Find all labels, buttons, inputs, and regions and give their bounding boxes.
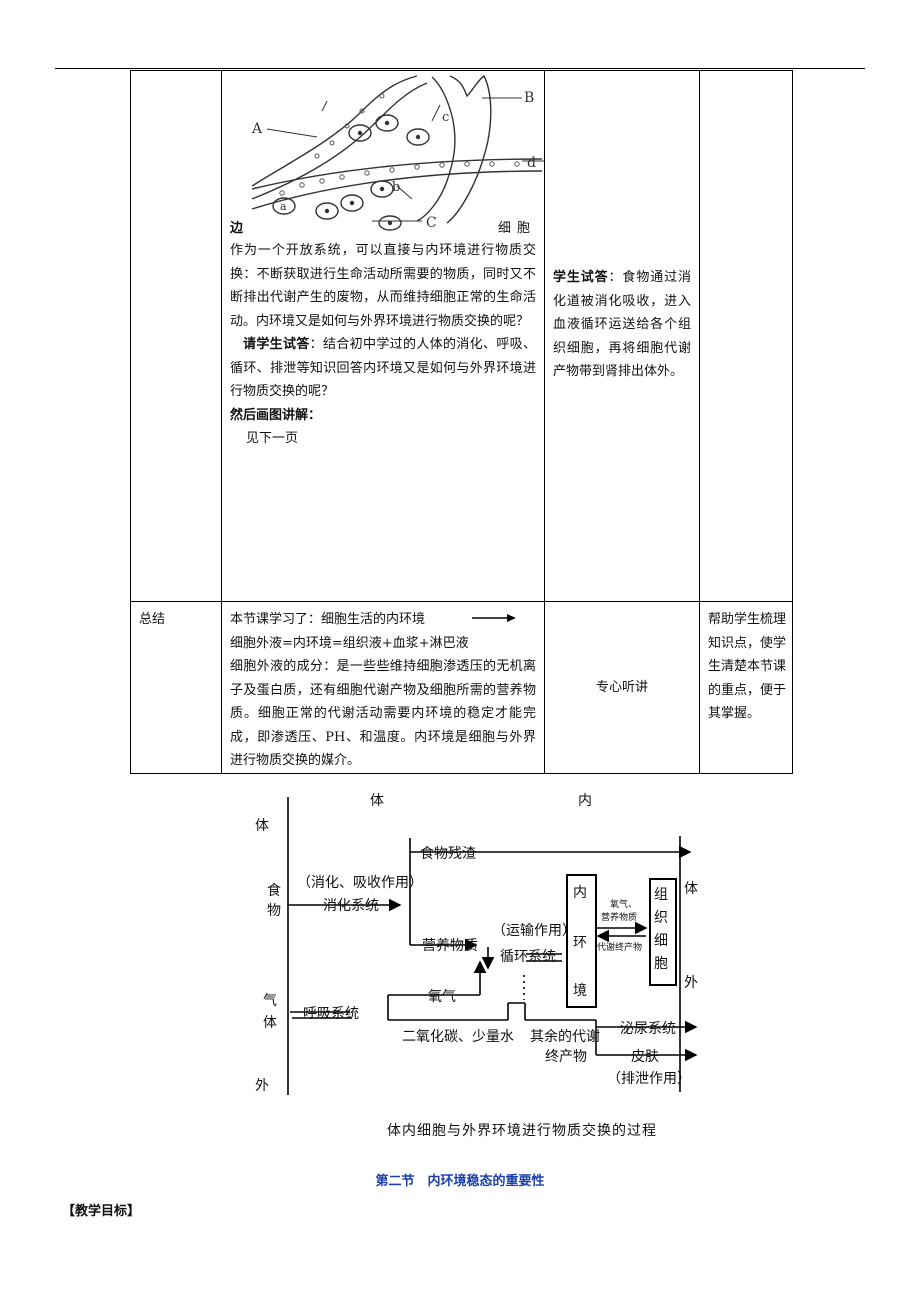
top-label-nei: 内 — [578, 793, 592, 809]
cell-word: 细胞 — [497, 221, 536, 236]
fig-label-A: A — [251, 121, 263, 137]
tissue-char-1: 组 — [654, 887, 668, 903]
summary-content-cell: 本节课学习了：细胞生活的内环境 细胞外液=内环境=组织液+血浆+淋巴液 细胞外液… — [221, 601, 545, 774]
summary-goal-cell: 帮助学生梳理知识点，使学生清楚本节课的重点，便于其掌握。 — [699, 601, 793, 774]
digest-process: （消化、吸收作用） — [297, 875, 423, 891]
ask-text: ：结合初中学过的人体的消化、呼吸、循环、排泄等知识回答内环境又是如何与外界环境进… — [230, 337, 536, 399]
urinary-system: 泌尿系统 — [620, 1021, 676, 1037]
row1-col3: 学生试答：食物通过消化道被消化吸收，进入血液循环运送给各个组织细胞，再将细胞代谢… — [544, 70, 700, 602]
fig-label-a: a — [280, 200, 287, 213]
oxygen-label: 氧气 — [428, 989, 456, 1005]
inner-char-2: 环 — [573, 935, 587, 951]
ask-label: 请学生试答 — [243, 337, 310, 352]
summary-line1-text: 本节课学习了：细胞生活的内环境 — [230, 612, 426, 627]
digestive-system: 消化系统 — [323, 898, 379, 914]
fig-label-C: C — [426, 215, 437, 231]
student-label: 学生试答 — [553, 270, 609, 285]
transport-process: （运输作用） — [492, 923, 576, 939]
oxygen-small-label: 氧气、 — [610, 900, 638, 910]
fig-label-B: B — [524, 90, 534, 106]
left-label-ti: 体 — [255, 818, 269, 834]
fig-label-d: d — [527, 155, 536, 171]
food-label-2: 物 — [267, 903, 281, 919]
table-row: A B c d b a C 边 细胞 作为一个开放系统，可以直接与内环境进行物质… — [130, 70, 793, 602]
summary-line1: 本节课学习了：细胞生活的内环境 — [222, 602, 544, 632]
draw-label: 然后画图讲解： — [230, 407, 322, 423]
gas-label-1: 气 — [263, 993, 277, 1009]
inner-environment-box — [566, 874, 597, 1008]
ask-paragraph: 请学生试答：结合初中学过的人体的消化、呼吸、循环、排泄等知识回答内环境又是如何与… — [222, 333, 544, 404]
header-rule — [55, 68, 865, 69]
student-text: ：食物通过消化道被消化吸收，进入血液循环运送给各个组织细胞，再将细胞代谢产物带到… — [553, 270, 691, 379]
diagram-caption: 体内细胞与外界环境进行物质交换的过程 — [387, 1123, 657, 1139]
food-residue: 食物残渣 — [420, 846, 476, 862]
fig-label-b: b — [392, 180, 400, 195]
objectives-heading: 【教学目标】 — [62, 1204, 141, 1219]
tissue-char-3: 细 — [654, 933, 668, 949]
circulatory-system: 循环系统 — [500, 949, 556, 965]
student-answer: 学生试答：食物通过消化道被消化吸收，进入血液循环运送给各个组织细胞，再将细胞代谢… — [545, 71, 699, 384]
fig-label-c: c — [442, 110, 449, 125]
inner-char-3: 境 — [573, 983, 587, 999]
left-label-wai: 外 — [255, 1078, 269, 1094]
summary-label-cell: 总结 — [130, 601, 222, 774]
summary-student-text: 专心听讲 — [595, 679, 648, 695]
top-label-ti: 体 — [370, 793, 384, 809]
other-waste-2: 终产物 — [545, 1049, 587, 1065]
intro-paragraph: 作为一个开放系统，可以直接与内环境进行物质交换：不断获取进行生命活动所需要的物质… — [230, 243, 536, 329]
section-title: 第二节 内环境稳态的重要性 — [375, 1174, 545, 1189]
edge-line: 边 细胞 — [222, 219, 544, 239]
respiratory-system: 呼吸系统 — [303, 1006, 359, 1022]
nutrients: 营养物质 — [422, 938, 478, 954]
nutrients-small-label: 营养物质 — [601, 913, 638, 923]
row1-col1 — [130, 70, 222, 602]
excretion-process: （排泄作用） — [607, 1071, 691, 1087]
summary-paragraph: 细胞外液的成分：是一些些维持细胞渗透压的无机离子及蛋白质，还有细胞代谢产物及细胞… — [230, 659, 536, 768]
table-row: 总结 本节课学习了：细胞生活的内环境 细胞外液=内环境=组织液+血浆+淋巴液 细… — [130, 601, 793, 774]
summary-student-cell: 专心听讲 — [544, 601, 700, 774]
tissue-char-2: 织 — [654, 910, 668, 926]
arrow-right-icon — [472, 614, 516, 622]
waste-small-label: 代谢终产物 — [597, 943, 643, 953]
inner-char-1: 内 — [573, 885, 587, 901]
row1-col4 — [699, 70, 793, 602]
lesson-table: A B c d b a C 边 细胞 作为一个开放系统，可以直接与内环境进行物质… — [130, 70, 793, 774]
right-label-ti: 体 — [684, 881, 698, 897]
tissue-char-4: 胞 — [654, 956, 668, 972]
cell-figure-svg: A B c d b a C — [251, 74, 544, 231]
food-label-1: 食 — [267, 883, 281, 899]
skin-label: 皮肤 — [631, 1049, 659, 1065]
gas-label-2: 体 — [263, 1015, 277, 1031]
summary-goal-text: 帮助学生梳理知识点，使学生清楚本节课的重点，便于其掌握。 — [708, 612, 787, 721]
summary-line2: 细胞外液=内环境=组织液+血浆+淋巴液 — [230, 635, 469, 651]
row1-col2: A B c d b a C 边 细胞 作为一个开放系统，可以直接与内环境进行物质… — [221, 70, 545, 602]
right-label-wai: 外 — [684, 975, 698, 991]
see-next: 见下一页 — [246, 431, 299, 446]
summary-label: 总结 — [139, 612, 166, 627]
co2-water-label: 二氧化碳、少量水 — [402, 1029, 514, 1045]
cell-exchange-figure: A B c d b a C — [222, 71, 544, 231]
tissue-cell-box — [649, 878, 677, 986]
other-waste-1: 其余的代谢 — [530, 1029, 600, 1045]
edge-word: 边 — [230, 221, 244, 236]
